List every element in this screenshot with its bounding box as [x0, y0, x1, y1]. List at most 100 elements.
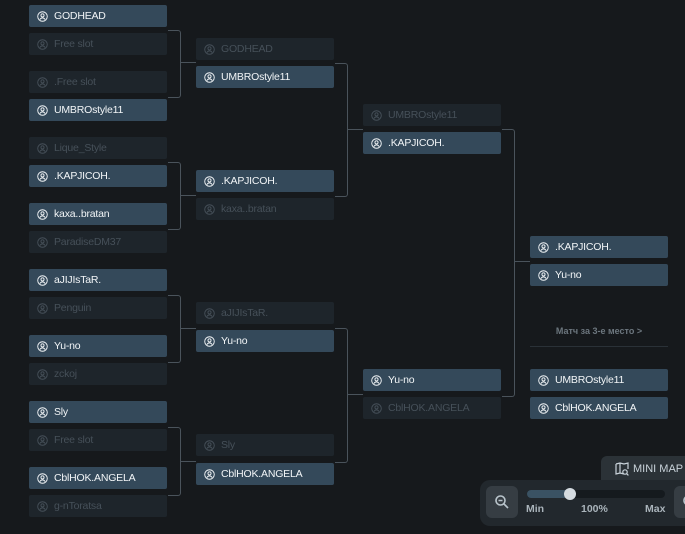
bracket-connector [168, 427, 181, 496]
participant-name: GODHEAD [54, 10, 106, 22]
user-icon [204, 43, 215, 55]
bracket-connector [502, 129, 515, 397]
participant-name: Free slot [54, 38, 94, 50]
bracket-connector-line [348, 129, 363, 130]
participant-name: Free slot [54, 434, 94, 446]
user-icon [37, 38, 48, 50]
participant-name: Sly [221, 439, 235, 451]
participant-slot[interactable]: UMBROstyle11 [29, 99, 167, 121]
participant-name: CblHOK.ANGELA [388, 402, 470, 414]
participant-slot[interactable]: zckoj [29, 363, 167, 385]
participant-name: kaxa..bratan [221, 203, 277, 215]
user-icon [204, 175, 215, 187]
bracket-connector-line [181, 195, 196, 196]
user-icon [37, 368, 48, 380]
participant-name: Yu-no [388, 374, 415, 386]
participant-name: UMBROstyle11 [221, 71, 291, 83]
participant-slot[interactable]: Lique_Style [29, 137, 167, 159]
participant-slot[interactable]: CblHOK.ANGELA [530, 397, 668, 419]
user-icon [37, 104, 48, 116]
third-place-match-link[interactable]: Матч за 3-е место > [555, 326, 643, 336]
zoom-max-label: Max [645, 503, 666, 515]
participant-name: UMBROstyle11 [388, 109, 458, 121]
participant-name: .KAPJICOH. [221, 175, 278, 187]
user-icon [37, 274, 48, 286]
participant-slot[interactable]: Yu-no [29, 335, 167, 357]
participant-slot[interactable]: CblHOK.ANGELA [29, 467, 167, 489]
zoom-slider-handle[interactable] [563, 488, 576, 500]
participant-slot[interactable]: .KAPJICOH. [29, 165, 167, 187]
user-icon [37, 142, 48, 154]
participant-slot[interactable]: GODHEAD [29, 5, 167, 27]
user-icon [204, 468, 215, 480]
zoom-controls: Min 100% Max [480, 480, 685, 526]
participant-slot[interactable]: ParadiseDM37 [29, 231, 167, 253]
participant-slot[interactable]: .KAPJICOH. [196, 170, 334, 192]
participant-name: kaxa..bratan [54, 208, 110, 220]
map-search-icon [615, 462, 629, 476]
participant-slot[interactable]: .KAPJICOH. [363, 132, 501, 154]
participant-slot[interactable]: CblHOK.ANGELA [196, 463, 334, 485]
participant-name: CblHOK.ANGELA [54, 472, 136, 484]
participant-slot[interactable]: aJIJIsTaR. [29, 269, 167, 291]
participant-slot[interactable]: GODHEAD [196, 38, 334, 60]
user-icon [371, 109, 382, 121]
bracket-connector-line [348, 394, 363, 395]
participant-slot[interactable]: CblHOK.ANGELA [363, 397, 501, 419]
participant-name: g-nToratsa [54, 500, 102, 512]
bracket-connector [335, 328, 348, 463]
zoom-slider[interactable] [527, 488, 665, 500]
user-icon [37, 340, 48, 352]
zoom-value-label: 100% [581, 503, 608, 515]
participant-slot[interactable]: UMBROstyle11 [196, 66, 334, 88]
participant-name: Sly [54, 406, 68, 418]
participant-name: .KAPJICOH. [555, 241, 612, 253]
user-icon [204, 203, 215, 215]
user-icon [204, 307, 215, 319]
mini-map-label: MINI MAP [633, 463, 684, 475]
participant-name: .KAPJICOH. [388, 137, 445, 149]
participant-slot[interactable]: Free slot [29, 429, 167, 451]
user-icon [37, 10, 48, 22]
participant-name: .Free slot [54, 76, 96, 88]
participant-slot[interactable]: Sly [196, 434, 334, 456]
participant-name: ParadiseDM37 [54, 236, 122, 248]
bracket-connector-line [515, 261, 530, 262]
user-icon [538, 402, 549, 414]
user-icon [37, 208, 48, 220]
user-icon [37, 434, 48, 446]
zoom-in-button[interactable] [674, 486, 685, 518]
zoom-out-icon [495, 495, 509, 509]
user-icon [204, 439, 215, 451]
user-icon [371, 374, 382, 386]
participant-slot[interactable]: g-nToratsa [29, 495, 167, 517]
participant-slot[interactable]: .KAPJICOH. [530, 236, 668, 258]
user-icon [538, 374, 549, 386]
participant-slot[interactable]: Penguin [29, 297, 167, 319]
zoom-slider-fill [527, 490, 570, 498]
participant-slot[interactable]: aJIJIsTaR. [196, 302, 334, 324]
participant-slot[interactable]: Sly [29, 401, 167, 423]
participant-name: aJIJIsTaR. [221, 307, 269, 319]
zoom-out-button[interactable] [486, 486, 518, 518]
zoom-min-label: Min [526, 503, 545, 515]
mini-map-button[interactable]: MINI MAP [601, 456, 685, 482]
participant-name: CblHOK.ANGELA [221, 468, 303, 480]
participant-slot[interactable]: Yu-no [363, 369, 501, 391]
participant-slot[interactable]: kaxa..bratan [29, 203, 167, 225]
participant-name: GODHEAD [221, 43, 273, 55]
participant-slot[interactable]: UMBROstyle11 [530, 369, 668, 391]
participant-slot[interactable]: Free slot [29, 33, 167, 55]
participant-name: CblHOK.ANGELA [555, 402, 637, 414]
participant-name: Yu-no [555, 269, 582, 281]
participant-slot[interactable]: Yu-no [530, 264, 668, 286]
participant-slot[interactable]: Yu-no [196, 330, 334, 352]
participant-name: UMBROstyle11 [54, 104, 124, 116]
participant-slot[interactable]: UMBROstyle11 [363, 104, 501, 126]
participant-slot[interactable]: .Free slot [29, 71, 167, 93]
user-icon [371, 137, 382, 149]
participant-name: aJIJIsTaR. [54, 274, 102, 286]
zoom-in-icon [683, 496, 685, 505]
user-icon [37, 500, 48, 512]
participant-slot[interactable]: kaxa..bratan [196, 198, 334, 220]
